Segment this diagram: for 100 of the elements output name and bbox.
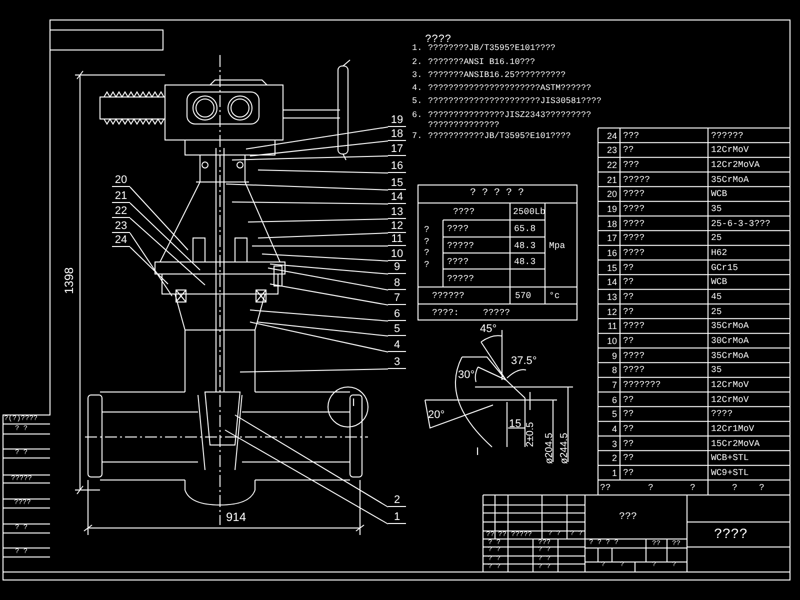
spec-label: ????: xyxy=(432,308,460,318)
note-number: 2. xyxy=(412,58,422,68)
part-name: ???? xyxy=(623,365,645,376)
part-number: 10 xyxy=(606,336,617,346)
callout-number: 5 xyxy=(388,323,406,336)
callout-number: 10 xyxy=(388,248,406,261)
callout-number: 21 xyxy=(112,190,130,203)
part-number: 22 xyxy=(606,160,617,170)
leader-line xyxy=(226,184,388,190)
leader-line xyxy=(262,254,388,262)
part-number: 15 xyxy=(606,262,617,273)
material-name: WCB+STL xyxy=(711,453,749,464)
part-name: ?? xyxy=(623,277,634,288)
part-name: ??? xyxy=(623,130,640,141)
spec-label: ?????? xyxy=(432,291,464,302)
leader-line xyxy=(250,322,388,352)
part-number: 13 xyxy=(606,292,617,302)
callout-number: 19 xyxy=(388,114,406,127)
unit-label: °c xyxy=(549,291,560,302)
material-name: 15Cr2MoVA xyxy=(711,438,760,449)
callout-number: 1 xyxy=(388,511,406,524)
spec-value: 65.8 xyxy=(514,224,536,234)
table-header: ?? xyxy=(600,483,611,494)
table-header: ? xyxy=(759,483,764,494)
spec-value: 570 xyxy=(515,291,532,302)
leader-line xyxy=(248,218,388,222)
callout-number: 20 xyxy=(112,174,130,187)
leader-line xyxy=(240,368,388,372)
note-text: ???????ANSIB16.25?????????? xyxy=(428,71,566,81)
part-number: 21 xyxy=(606,174,617,185)
note-number: 4. xyxy=(412,84,422,94)
leader-line xyxy=(246,126,388,150)
material-name: 12Cr2MoVA xyxy=(711,160,760,170)
material-name: 12Cr1MoV xyxy=(711,424,754,434)
leader-line xyxy=(130,186,188,250)
section-mark: I xyxy=(476,446,480,459)
note-number: 3. xyxy=(412,71,422,81)
table-header: ? xyxy=(732,483,738,494)
leader-line xyxy=(232,202,388,204)
part-name: ???? xyxy=(623,321,645,332)
part-number: 5 xyxy=(610,409,617,420)
callout-number: 13 xyxy=(388,206,406,219)
material-name: WCB xyxy=(711,189,728,200)
part-number: 12 xyxy=(606,306,617,317)
note-text: ??????????????????????JIS30581???? xyxy=(428,97,602,107)
material-name: WCB xyxy=(711,277,728,288)
note-text: ???????????????JISZ2343????????? ?????????????? xyxy=(428,111,592,131)
material-name: 25 xyxy=(711,233,722,244)
spec-title: ? ? ? ? ? xyxy=(470,188,524,200)
part-number: 23 xyxy=(606,145,617,156)
section-mark: I xyxy=(352,397,356,410)
part-number: 16 xyxy=(606,248,617,258)
note-number: 1. xyxy=(412,44,422,54)
material-name: 30CrMoA xyxy=(711,336,749,346)
part-name: ????? xyxy=(623,174,650,185)
leader-line xyxy=(130,202,200,270)
leader-line xyxy=(130,218,206,286)
part-name: ???? xyxy=(623,204,645,214)
material-name: 12CrMoV xyxy=(711,380,749,390)
callout-number: 6 xyxy=(388,308,406,321)
callout-number: 8 xyxy=(388,277,406,290)
part-number: 8 xyxy=(610,365,617,376)
dimension-text: 2±0.5 xyxy=(525,422,536,447)
callout-number: 15 xyxy=(388,177,406,190)
leader-line xyxy=(250,310,388,322)
spec-label: ????? xyxy=(447,274,474,284)
dimension-text: ø244.5 xyxy=(559,432,570,464)
dimension-text: ø204.5 xyxy=(544,432,556,464)
dimension-text: 914 xyxy=(226,511,246,525)
spec-value: 48.3 xyxy=(514,241,536,252)
dimension-text: 20° xyxy=(428,409,445,422)
material-name: GCr15 xyxy=(711,262,738,273)
part-name: ?? xyxy=(623,424,634,434)
callout-number: 4 xyxy=(388,339,406,352)
part-number: 9 xyxy=(610,350,617,361)
dimension-text: 37.5° xyxy=(511,355,537,368)
spec-label: ???? xyxy=(447,257,469,268)
dimension-text: 45° xyxy=(480,323,497,336)
material-name: 25-6-3-3??? xyxy=(711,218,770,229)
dimension-text: 15 xyxy=(509,418,522,431)
part-name: ?? xyxy=(623,394,634,405)
material-name: 45 xyxy=(711,292,722,302)
part-name: ?? xyxy=(623,292,634,302)
part-name: ?? xyxy=(623,336,634,346)
part-name: ?? xyxy=(623,145,634,156)
part-name: ???? xyxy=(623,233,645,244)
part-name: ?? xyxy=(623,438,634,449)
callout-number: 22 xyxy=(112,205,130,218)
part-number: 17 xyxy=(606,233,617,244)
part-number: 4 xyxy=(610,424,617,434)
material-name: ???? xyxy=(711,409,733,420)
callout-number: 24 xyxy=(112,234,130,247)
part-name: ???? xyxy=(623,218,645,229)
part-number: 18 xyxy=(606,218,617,229)
part-number: 6 xyxy=(610,394,617,405)
dimension-text: 1398 xyxy=(63,267,77,294)
part-name: ?? xyxy=(623,468,634,478)
spec-value: 2500Lb xyxy=(513,207,546,218)
leader-line xyxy=(258,232,388,238)
leader-line xyxy=(130,246,168,284)
